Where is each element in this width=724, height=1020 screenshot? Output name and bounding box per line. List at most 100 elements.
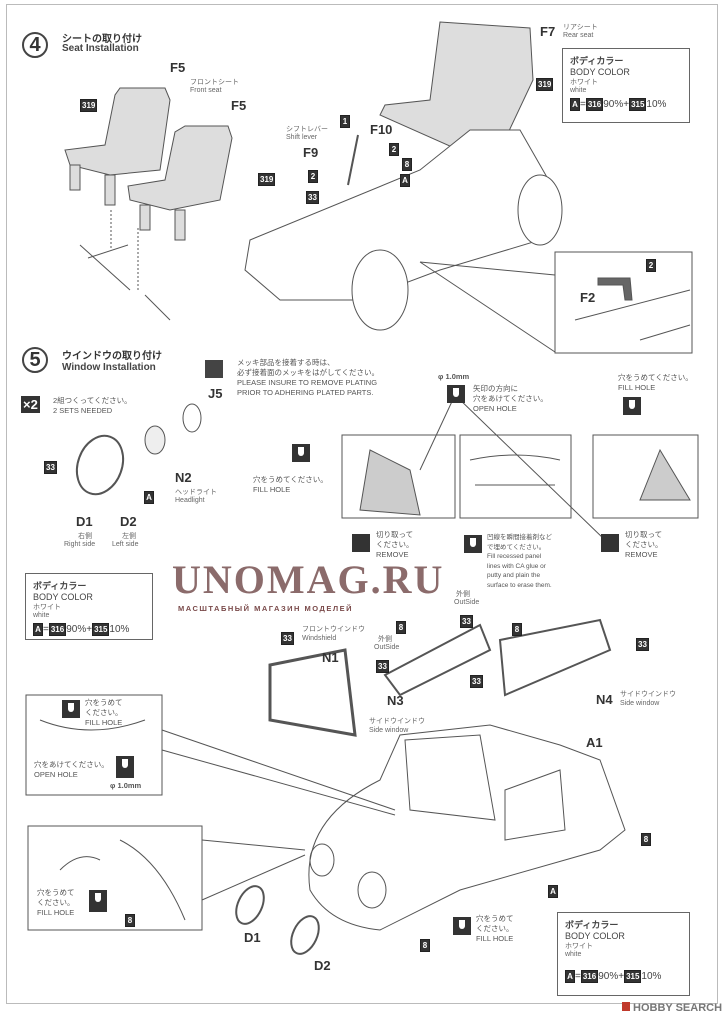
hobby-search-logo-icon bbox=[622, 1002, 630, 1011]
part-n1-label: N1 bbox=[322, 650, 339, 665]
color-code: A bbox=[33, 623, 43, 636]
equals: = bbox=[580, 99, 586, 110]
open-hole-size: φ 1.0mm bbox=[438, 372, 470, 381]
sets-en: 2 SETS NEEDED bbox=[53, 406, 113, 415]
color-code: 316 bbox=[585, 98, 604, 111]
part-j5-label: J5 bbox=[208, 386, 223, 401]
part-tag-8: 8 bbox=[512, 623, 522, 636]
open-hole-text: 矢印の方向に穴をあけてください。OPEN HOLE bbox=[473, 384, 548, 414]
ratio: 10% bbox=[109, 624, 130, 635]
fill-hole-icon bbox=[62, 700, 80, 718]
part-f2-label: F2 bbox=[580, 290, 596, 305]
part-tag-2: 2 bbox=[646, 259, 656, 272]
note-line: 必ず接着面のメッキをはがしてください。 bbox=[237, 368, 380, 377]
step5-title-en: Window Installation bbox=[62, 362, 156, 373]
part-tag-8: 8 bbox=[402, 158, 412, 171]
remove-jp2: ください。 bbox=[625, 540, 663, 549]
body-color-jp: ボディカラー bbox=[570, 56, 624, 66]
part-d1-label: D1 bbox=[76, 514, 93, 529]
part-tag-33: 33 bbox=[281, 632, 294, 645]
open-hole-jp2: 穴をあけてください。 bbox=[473, 394, 548, 403]
note-line: PLEASE INSURE TO REMOVE PLATING bbox=[237, 378, 378, 387]
credit-text: HOBBY SEARCH bbox=[633, 1002, 723, 1014]
step4-title-jp: シートの取り付け bbox=[62, 34, 142, 45]
part-tag-33: 33 bbox=[636, 638, 649, 651]
open-hole-icon bbox=[116, 756, 134, 778]
part-a1-label: A1 bbox=[586, 735, 603, 750]
color-code: 315 bbox=[92, 623, 110, 636]
headlight-en: Headlight bbox=[175, 497, 205, 504]
equals: = bbox=[43, 624, 49, 635]
fill-hole-icon bbox=[623, 397, 641, 415]
plus: + bbox=[623, 99, 630, 110]
side-window-jp: サイドウインドウ bbox=[620, 691, 676, 698]
part-tag-33: 33 bbox=[460, 615, 473, 628]
plus: + bbox=[618, 971, 625, 982]
fill-jp2: ください。 bbox=[37, 898, 75, 907]
part-f5-label: F5 bbox=[170, 60, 186, 75]
windshield-jp: フロントウインドウ bbox=[302, 626, 365, 633]
shift-lever-en: Shift lever bbox=[286, 134, 318, 141]
part-d2-label: D2 bbox=[314, 958, 331, 973]
sets-jp: 2組つくってください。 bbox=[53, 396, 132, 405]
side-window-n4-drawing bbox=[498, 618, 612, 697]
side-window-n3-drawing bbox=[383, 623, 492, 697]
fill-hole-icon bbox=[292, 444, 310, 462]
fill-hole-right-text: 穴をうめてください。FILL HOLE bbox=[618, 373, 693, 393]
body-color-en: BODY COLOR bbox=[565, 931, 625, 941]
part-tag-2: 2 bbox=[308, 170, 318, 183]
color-code: 316 bbox=[48, 623, 67, 636]
watermark-logo: UNOMAG.RU bbox=[172, 557, 445, 602]
part-tag-33: 33 bbox=[376, 660, 389, 673]
color-code: A bbox=[565, 970, 575, 983]
open-en: OPEN HOLE bbox=[34, 770, 78, 779]
part-d1-label: D1 bbox=[244, 930, 261, 945]
inset-box-fender bbox=[27, 825, 203, 931]
watermark-subtitle: МАСШТАБНЫЙ МАГАЗИН МОДЕЛЕЙ bbox=[178, 604, 354, 613]
body-color-jp: ボディカラー bbox=[565, 920, 619, 930]
floor-lines bbox=[79, 244, 171, 321]
color-tag: 319 bbox=[80, 99, 98, 112]
front-seat-en: Front seat bbox=[190, 87, 222, 94]
part-tag-8: 8 bbox=[420, 939, 430, 952]
ratio: 90% bbox=[603, 99, 624, 110]
inset-box-roof bbox=[25, 694, 163, 796]
f2-detail-box bbox=[554, 251, 693, 354]
fill-en: FILL HOLE bbox=[476, 934, 514, 943]
fill-jp1: 穴をうめて bbox=[476, 914, 514, 923]
page-frame bbox=[6, 4, 718, 1004]
open-jp: 穴をあけてください。 bbox=[34, 760, 109, 769]
d1-en: Right side bbox=[64, 541, 96, 548]
color-code: 316 bbox=[580, 970, 599, 983]
fill-hole-left-text: 穴をうめてください。FILL HOLE bbox=[253, 475, 328, 495]
sets-badge: ×2 bbox=[21, 396, 40, 413]
front-seat-drawing bbox=[64, 87, 233, 241]
color-tag: 319 bbox=[536, 78, 554, 91]
part-tag-8: 8 bbox=[396, 621, 406, 634]
note-line: lines with CA glue or bbox=[487, 562, 546, 570]
fill-jp1: 穴をうめて bbox=[37, 888, 75, 897]
rear-seat-en: Rear seat bbox=[563, 32, 594, 39]
fill-en: FILL HOLE bbox=[37, 908, 75, 917]
color-code: A bbox=[570, 98, 580, 111]
part-f5-label-2: F5 bbox=[231, 98, 247, 113]
fill-jp2: ください。 bbox=[476, 924, 514, 933]
fill-hole-icon bbox=[89, 890, 107, 912]
body-color-jp: ボディカラー bbox=[33, 581, 87, 591]
color-name-en: white bbox=[33, 612, 50, 619]
ratio: 10% bbox=[641, 971, 662, 982]
remove-icon bbox=[601, 534, 619, 552]
outside-jp: 外側 bbox=[456, 591, 470, 598]
ratio: 90% bbox=[66, 624, 87, 635]
note-line: で埋めてください。 bbox=[487, 543, 546, 551]
outside-en: OutSide bbox=[454, 599, 480, 606]
fill-jp2: ください。 bbox=[85, 708, 123, 717]
windshield-drawing bbox=[268, 648, 357, 737]
part-tag-1: 1 bbox=[340, 115, 350, 128]
plating-note: メッキ部品を接着する時は、 必ず接着面のメッキをはがしてください。 PLEASE… bbox=[237, 358, 379, 398]
